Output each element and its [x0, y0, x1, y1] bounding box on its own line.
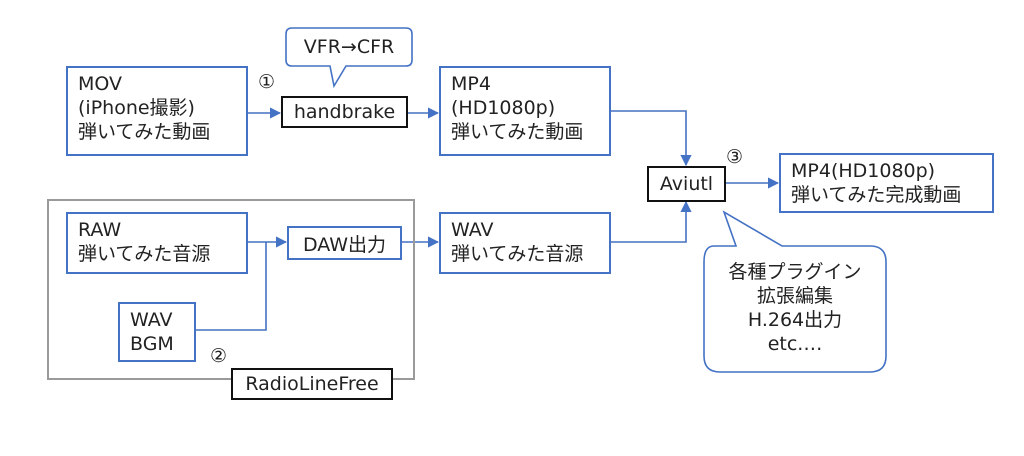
callout-vfr-bubble — [285, 27, 413, 89]
step-number-2: ② — [210, 345, 228, 367]
handbrake-label: handbrake — [293, 101, 396, 123]
raw-audio-box: RAW 弾いてみた音源 — [66, 212, 248, 274]
callout-aviutl-line-4: etc.… — [767, 333, 823, 355]
final-output-line-1: MP4(HD1080p) — [791, 160, 936, 182]
aviutl-label: Aviutl — [659, 173, 714, 195]
callout-vfr-text: VFR→CFR — [303, 36, 395, 58]
source-video-line-2: (iPhone撮影) — [78, 97, 195, 119]
arrow-mp4-to-aviutl — [611, 110, 692, 167]
callout-aviutl-line-2: 拡張編集 — [756, 285, 833, 307]
mp4-hd-line-1: MP4 — [451, 73, 491, 95]
step-number-1: ① — [258, 71, 276, 93]
mp4-hd-line-2: (HD1080p) — [451, 97, 556, 119]
aviutl-box: Aviutl — [647, 166, 726, 202]
raw-audio-line-2: 弾いてみた音源 — [78, 243, 211, 265]
step-number-3: ③ — [726, 146, 744, 168]
daw-output-box: DAW出力 — [287, 226, 402, 260]
raw-audio-line-1: RAW — [78, 219, 122, 241]
source-video-line-3: 弾いてみた動画 — [78, 121, 211, 143]
handbrake-box: handbrake — [281, 96, 408, 128]
wav-bgm-line-2: BGM — [130, 333, 174, 355]
line-bgm-to-daw — [196, 242, 267, 331]
radiolinefree-label: RadioLineFree — [245, 373, 379, 395]
final-output-line-2: 弾いてみた完成動画 — [791, 184, 962, 206]
final-output-box: MP4(HD1080p) 弾いてみた完成動画 — [779, 153, 994, 213]
source-video-box: MOV (iPhone撮影) 弾いてみた動画 — [66, 66, 248, 156]
callout-aviutl-text: 各種プラグイン 拡張編集 H.264出力 etc.… — [704, 260, 886, 356]
callout-aviutl-bubble — [703, 210, 887, 373]
wav-audio-line-2: 弾いてみた音源 — [451, 243, 584, 265]
mp4-hd-box: MP4 (HD1080p) 弾いてみた動画 — [439, 66, 611, 156]
mp4-hd-line-3: 弾いてみた動画 — [451, 121, 584, 143]
wav-bgm-box: WAV BGM — [118, 302, 196, 362]
source-video-line-1: MOV — [78, 73, 123, 95]
wav-audio-box: WAV 弾いてみた音源 — [439, 212, 611, 274]
wav-bgm-line-1: WAV — [130, 309, 173, 331]
daw-output-label: DAW出力 — [302, 233, 387, 256]
callout-aviutl-line-1: 各種プラグイン — [728, 261, 862, 283]
arrow-wav-to-aviutl — [611, 200, 692, 243]
radiolinefree-box: RadioLineFree — [231, 368, 393, 400]
callout-aviutl-line-3: H.264出力 — [747, 309, 843, 331]
wav-audio-line-1: WAV — [451, 219, 494, 241]
